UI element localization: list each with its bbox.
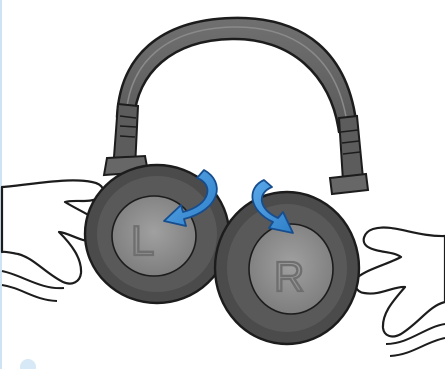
right-hand-icon [355,227,445,356]
right-cup-letter: R [274,253,304,300]
right-hinge-icon [330,116,368,194]
left-cup-letter: L [131,217,154,264]
page-marker-dot [20,359,36,369]
left-hinge-icon [104,104,148,175]
headband-icon [117,18,357,132]
right-ear-cup-icon: R [215,192,359,344]
